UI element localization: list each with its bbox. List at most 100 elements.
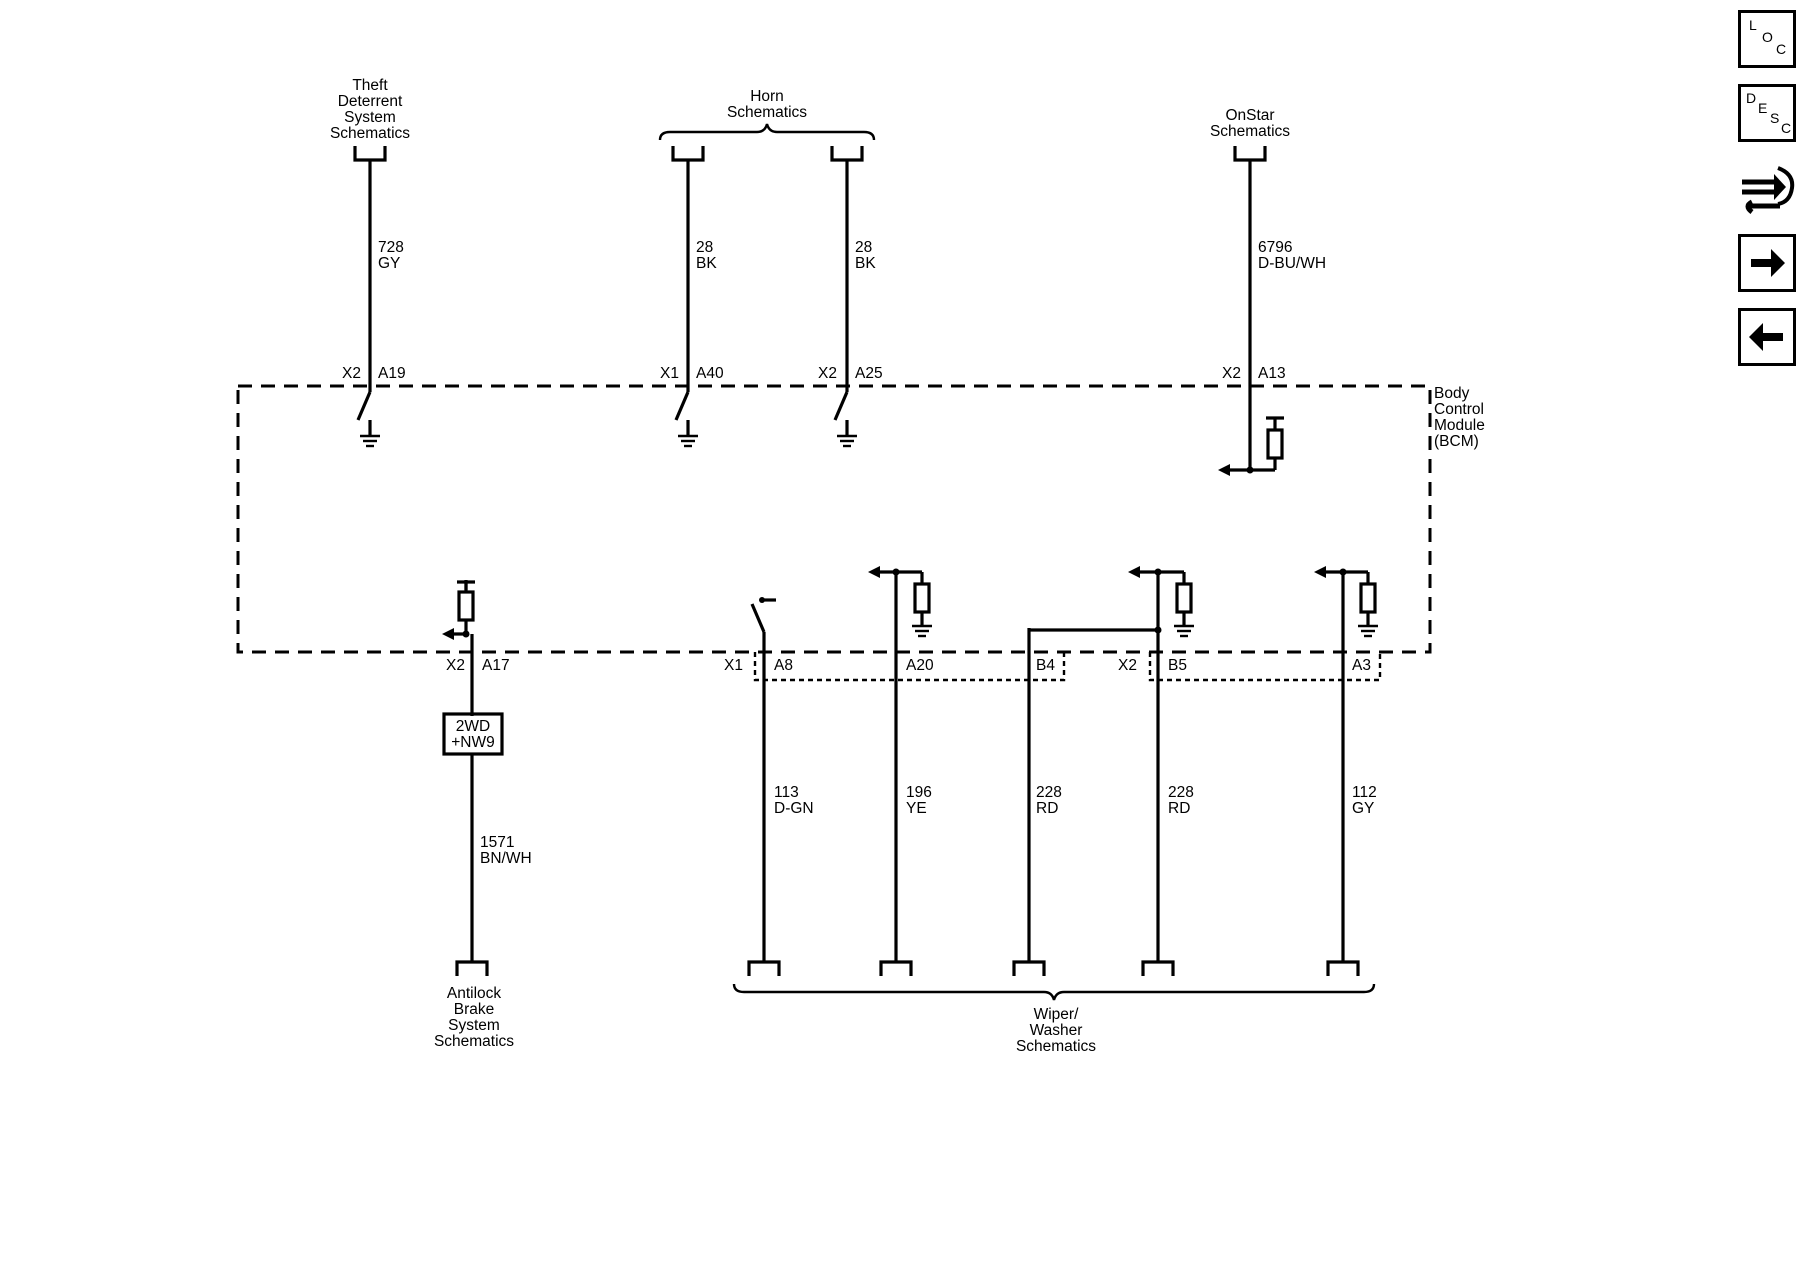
svg-text:28: 28 <box>696 239 713 256</box>
switch-ground-a25 <box>833 391 857 448</box>
wire-label-728: 728 GY <box>378 239 404 272</box>
pulldown-a20 <box>868 566 932 638</box>
svg-text:YE: YE <box>906 800 927 817</box>
svg-text:+NW9: +NW9 <box>451 734 495 751</box>
pin-label-a13: X2 A13 <box>1222 365 1286 382</box>
wiring-diagram: Body Control Module (BCM) Theft Deterren… <box>236 77 1485 1055</box>
svg-text:196: 196 <box>906 784 932 801</box>
desc-letter-c: C <box>1781 120 1792 136</box>
wire-label-228-b5: 228 RD <box>1168 784 1194 817</box>
svg-text:228: 228 <box>1168 784 1194 801</box>
pin-label-b5: X2 B5 <box>1118 657 1187 674</box>
svg-text:BK: BK <box>855 255 876 272</box>
svg-text:BN/WH: BN/WH <box>480 850 532 867</box>
svg-text:A17: A17 <box>482 657 510 674</box>
onstar-label: OnStar Schematics <box>1210 107 1290 140</box>
svg-text:X2: X2 <box>1118 657 1137 674</box>
svg-text:System: System <box>344 109 396 126</box>
wiper-brace <box>732 983 1376 1001</box>
connector-x1-outline <box>753 652 1066 682</box>
wire-label-113: 113 D-GN <box>774 784 814 817</box>
svg-text:X1: X1 <box>660 365 679 382</box>
loc-button[interactable]: L O C <box>1738 10 1796 68</box>
svg-text:RD: RD <box>1036 800 1058 817</box>
horn-connector-1-symbol <box>671 146 705 162</box>
svg-text:X2: X2 <box>818 365 837 382</box>
svg-text:28: 28 <box>855 239 872 256</box>
arrow-right-icon <box>1751 249 1785 277</box>
option-box-2wd-nw9: 2WD +NW9 <box>442 712 504 756</box>
svg-text:2WD: 2WD <box>456 718 490 735</box>
bcm-label: Body Control Module (BCM) <box>1434 385 1485 450</box>
horn-label: Horn Schematics <box>727 88 807 121</box>
svg-text:(BCM): (BCM) <box>1434 433 1479 450</box>
switch-a8 <box>750 597 776 633</box>
pin-label-a19: X2 A19 <box>342 365 406 382</box>
next-button[interactable] <box>1738 234 1796 292</box>
loc-letter-c: C <box>1776 41 1787 57</box>
wire-label-196: 196 YE <box>906 784 932 817</box>
svg-text:Theft: Theft <box>352 77 388 94</box>
svg-text:A25: A25 <box>855 365 883 382</box>
svg-text:Schematics: Schematics <box>1016 1038 1096 1055</box>
svg-text:Washer: Washer <box>1030 1022 1083 1039</box>
svg-text:B5: B5 <box>1168 657 1187 674</box>
switch-ground-a40 <box>674 391 698 448</box>
wire-label-28-a: 28 BK <box>696 239 717 272</box>
svg-text:Schematics: Schematics <box>1210 123 1290 140</box>
svg-text:Module: Module <box>1434 417 1485 434</box>
pin-label-b4: B4 <box>1036 657 1055 674</box>
switch-ground-a19 <box>356 391 380 448</box>
svg-text:Control: Control <box>1434 401 1484 418</box>
wiper-connector-1-symbol <box>747 960 781 976</box>
pin-label-a25: X2 A25 <box>818 365 883 382</box>
wire-label-28-b: 28 BK <box>855 239 876 272</box>
pin-label-a17: X2 A17 <box>446 657 510 674</box>
svg-text:1571: 1571 <box>480 834 514 851</box>
pin-label-a40: X1 A40 <box>660 365 724 382</box>
svg-text:RD: RD <box>1168 800 1190 817</box>
pulldown-b5 <box>1029 566 1194 638</box>
svg-text:OnStar: OnStar <box>1225 107 1274 124</box>
svg-text:Body: Body <box>1434 385 1470 402</box>
svg-text:Schematics: Schematics <box>434 1033 514 1050</box>
wire-label-228-b4: 228 RD <box>1036 784 1062 817</box>
svg-text:Schematics: Schematics <box>330 125 410 142</box>
svg-text:6796: 6796 <box>1258 239 1292 256</box>
wire-label-6796: 6796 D-BU/WH <box>1258 239 1326 272</box>
theft-deterrent-label: Theft Deterrent System Schematics <box>330 77 410 142</box>
desc-button[interactable]: D E S C <box>1738 84 1796 142</box>
abs-label: Antilock Brake System Schematics <box>434 985 514 1050</box>
previous-button[interactable] <box>1738 308 1796 366</box>
pin-label-a3: A3 <box>1352 657 1371 674</box>
svg-text:113: 113 <box>774 784 799 801</box>
svg-text:X2: X2 <box>1222 365 1241 382</box>
svg-text:A40: A40 <box>696 365 724 382</box>
connector-wrench-icon <box>1742 166 1795 214</box>
onstar-connector-symbol <box>1233 146 1267 162</box>
wiper-connector-3-symbol <box>1012 960 1046 976</box>
svg-text:728: 728 <box>378 239 404 256</box>
svg-text:Schematics: Schematics <box>727 104 807 121</box>
wire-label-112: 112 GY <box>1352 784 1377 817</box>
svg-text:A19: A19 <box>378 365 406 382</box>
svg-text:X1: X1 <box>724 657 743 674</box>
connector-x2-outline <box>1148 652 1382 682</box>
horn-brace <box>658 123 876 141</box>
svg-text:D-GN: D-GN <box>774 800 814 817</box>
arrow-left-icon <box>1749 323 1783 351</box>
svg-text:A8: A8 <box>774 657 793 674</box>
loc-letter-o: O <box>1762 29 1773 45</box>
desc-letter-d: D <box>1746 90 1757 106</box>
wiper-connector-2-symbol <box>879 960 913 976</box>
wiper-connector-5-symbol <box>1326 960 1360 976</box>
connector-wrench-button[interactable] <box>1738 154 1796 220</box>
wiper-washer-label: Wiper/ Washer Schematics <box>1016 1006 1096 1055</box>
svg-text:Deterrent: Deterrent <box>338 93 403 110</box>
horn-connector-2-symbol <box>830 146 864 162</box>
wiper-connector-4-symbol <box>1141 960 1175 976</box>
svg-text:112: 112 <box>1352 784 1377 801</box>
svg-text:System: System <box>448 1017 500 1034</box>
pullup-a17 <box>442 580 475 640</box>
theft-connector-symbol <box>353 146 387 162</box>
